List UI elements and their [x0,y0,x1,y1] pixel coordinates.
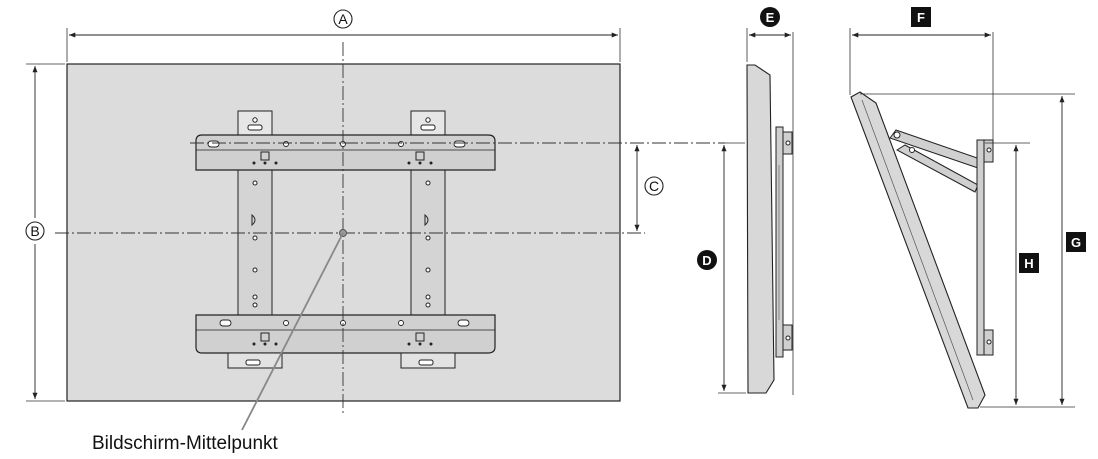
bottom-hooks [227,352,456,369]
label-h: H [1024,256,1033,271]
screen-center-caption: Bildschirm-Mittelpunkt [92,433,278,454]
bottom-horizontal-rail [195,314,496,354]
display-panel-side [746,64,775,394]
side-view-tilted: F H G [849,7,1086,409]
dimension-c: C [634,145,664,231]
dimension-f: F [849,7,991,95]
front-view: A B C [22,9,725,431]
label-e: E [766,10,775,25]
label-d: D [702,253,711,268]
label-f: F [917,10,925,25]
dimension-d: D [697,142,746,394]
label-b: B [30,223,39,239]
display-panel-tilted [850,91,986,409]
side-bracket-flat [775,126,793,358]
dimension-b: B [22,63,65,402]
center-leader-line [241,232,344,431]
dimension-h: H [980,142,1039,408]
center-lines [55,42,725,415]
tilt-arm [889,129,984,193]
dimension-e: E [746,7,791,62]
upper-bracket-tabs [237,110,446,137]
top-horizontal-rail [195,134,496,171]
label-g: G [1071,235,1081,250]
label-c: C [649,178,659,194]
bracket-arm-marks [251,213,429,227]
vertical-bracket-arms [237,169,446,316]
dimension-a: A [66,9,621,62]
label-a: A [338,11,348,27]
side-bracket-tilted [976,139,994,356]
dimension-g: G [860,93,1086,408]
side-view-flat: D E [697,7,794,395]
